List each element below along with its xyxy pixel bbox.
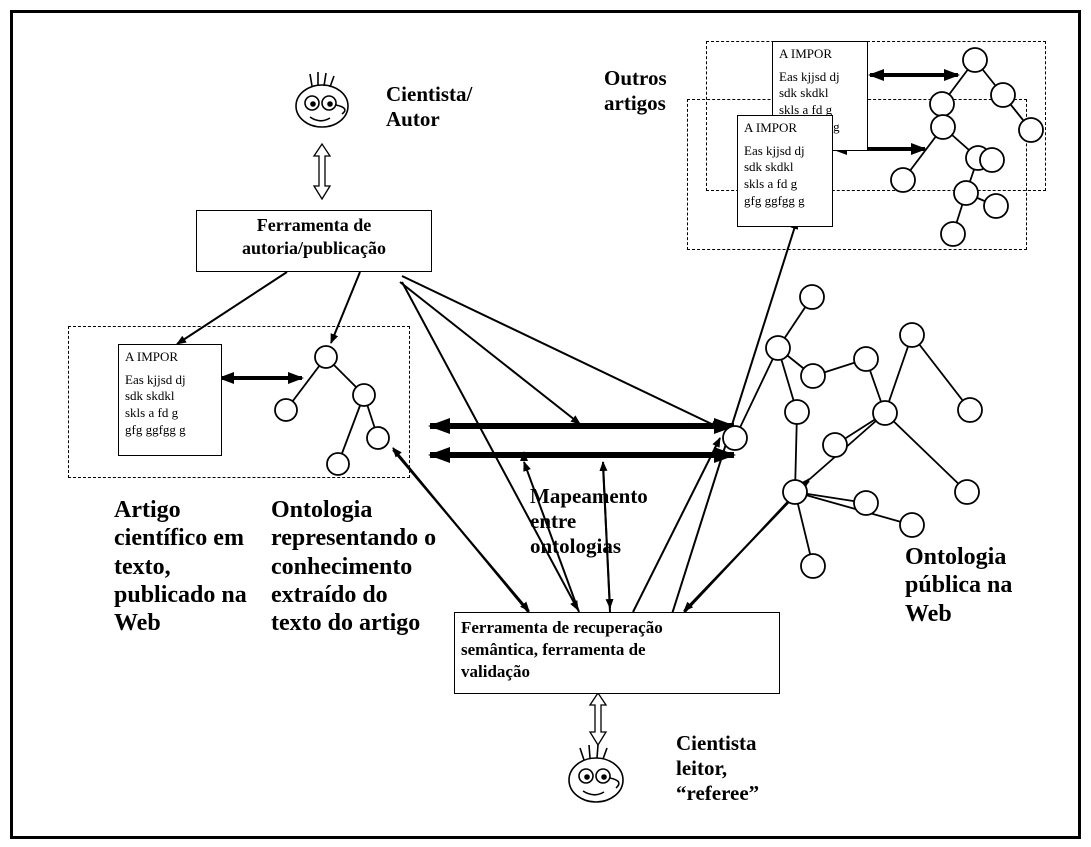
ontology-node-icon — [314, 345, 338, 369]
reader-hollow-arrow — [588, 691, 608, 747]
article-group-container — [68, 326, 410, 478]
author-hollow-arrow — [312, 142, 332, 201]
reader-label: Cientista leitor, “referee” — [676, 731, 760, 805]
document-title: A IMPOR — [779, 46, 833, 61]
ontology-node-icon — [326, 452, 350, 476]
author-label: Cientista/ Autor — [386, 82, 473, 131]
ontology-node-icon — [366, 426, 390, 450]
other-articles-container-back — [706, 41, 1046, 191]
document-title: A IMPOR — [125, 349, 179, 364]
retrieval-tool-box: Ferramenta de recuperação semântica, fer… — [454, 612, 780, 694]
authoring-tool-box: Ferramenta de autoria/publicação — [196, 210, 432, 272]
public-ontology-tree — [722, 284, 983, 579]
ontology-representation-label: Ontologia representando o conhecimento e… — [271, 497, 437, 637]
scientist-face-icon — [568, 744, 624, 803]
figure-frame — [10, 10, 1081, 839]
retrieval-arrows — [392, 219, 810, 615]
article-label: Artigo científico em texto, publicado na… — [114, 497, 247, 637]
mapping-label: Mapeamento entre ontologias — [530, 484, 648, 558]
other-articles-ontology-tree — [890, 47, 1044, 247]
public-ontology-label: Ontologia pública na Web — [905, 544, 1013, 627]
document-title: A IMPOR — [744, 120, 798, 135]
document-body: Eas kjjsd dj sdk skdkl skls a fd g gfg g… — [125, 371, 186, 437]
scientist-face-icon — [295, 72, 349, 128]
other-articles-label: Outros artigos — [604, 66, 667, 115]
article-document: A IMPOR Eas kjjsd dj sdk skdkl skls a fd… — [118, 344, 222, 456]
other-article-document-front: A IMPOR Eas kjjsd dj sdk skdkl skls a fd… — [737, 115, 833, 227]
article-ontology-tree — [274, 345, 390, 476]
document-body: Eas kjjsd dj sdk skdkl skls a fd g gfg g… — [744, 142, 805, 208]
ontology-node-icon — [352, 383, 376, 407]
ontology-node-icon — [274, 398, 298, 422]
authoring-arrows — [176, 271, 721, 611]
